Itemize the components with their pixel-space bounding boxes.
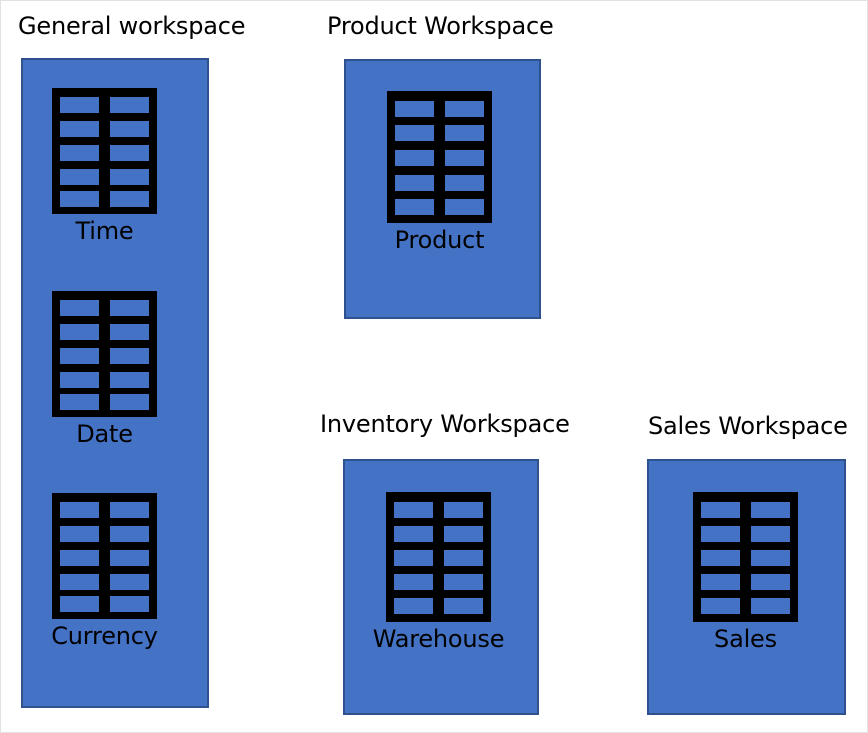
entity-time[interactable]: Time [52, 88, 157, 246]
entity-label-product: Product [394, 226, 485, 254]
entity-sales[interactable]: Sales [693, 492, 798, 654]
entity-label-time: Time [75, 217, 134, 245]
entity-warehouse[interactable]: Warehouse [373, 492, 504, 654]
workspace-title-inventory: Inventory Workspace [320, 410, 570, 438]
table-icon [693, 492, 798, 622]
entity-product[interactable]: Product [387, 91, 492, 255]
entity-label-currency: Currency [51, 622, 158, 650]
table-icon [52, 291, 157, 417]
table-icon [52, 493, 157, 619]
workspace-title-sales: Sales Workspace [648, 412, 848, 440]
workspace-title-product: Product Workspace [327, 12, 554, 40]
entity-label-sales: Sales [714, 625, 777, 653]
table-icon [52, 88, 157, 214]
entity-currency[interactable]: Currency [51, 493, 158, 651]
entity-label-date: Date [76, 420, 133, 448]
entity-label-warehouse: Warehouse [372, 625, 505, 653]
workspace-title-general: General workspace [18, 12, 246, 40]
entity-date[interactable]: Date [52, 291, 157, 449]
table-icon [387, 91, 492, 223]
table-icon [386, 492, 491, 622]
